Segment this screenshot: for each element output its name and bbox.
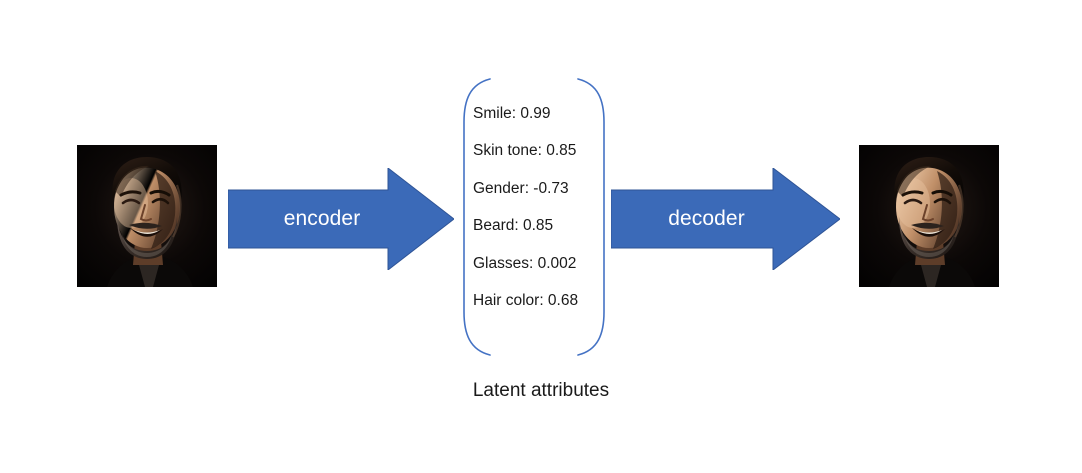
decoder-arrow-shape xyxy=(611,168,840,270)
reconstructed-face-illustration xyxy=(859,145,999,287)
latent-attribute-list: Smile: 0.99 Skin tone: 0.85 Gender: -0.7… xyxy=(473,106,603,330)
decoder-arrow: decoder xyxy=(611,168,840,270)
latent-brackets xyxy=(463,78,605,356)
latent-attribute-item: Smile: 0.99 xyxy=(473,105,551,122)
latent-attribute-item: Skin tone: 0.85 xyxy=(473,142,577,160)
encoder-arrow-shape xyxy=(228,168,454,270)
latent-attribute-item: Glasses: 0.002 xyxy=(473,254,577,272)
latent-attribute-item: Hair color: 0.68 xyxy=(473,291,579,309)
left-bracket-icon xyxy=(463,78,491,356)
latent-attribute-item: Beard: 0.85 xyxy=(473,217,554,235)
right-bracket-icon xyxy=(577,78,605,356)
latent-attributes-group: Smile: 0.99 Skin tone: 0.85 Gender: -0.7… xyxy=(458,76,610,358)
latent-attribute-item: Gender: -0.73 xyxy=(473,179,569,197)
latent-attributes-caption: Latent attributes xyxy=(472,380,610,401)
encoder-arrow: encoder xyxy=(228,168,454,270)
reconstructed-face-photo xyxy=(859,145,999,287)
input-face-illustration xyxy=(77,145,217,287)
input-face-photo xyxy=(77,145,217,287)
